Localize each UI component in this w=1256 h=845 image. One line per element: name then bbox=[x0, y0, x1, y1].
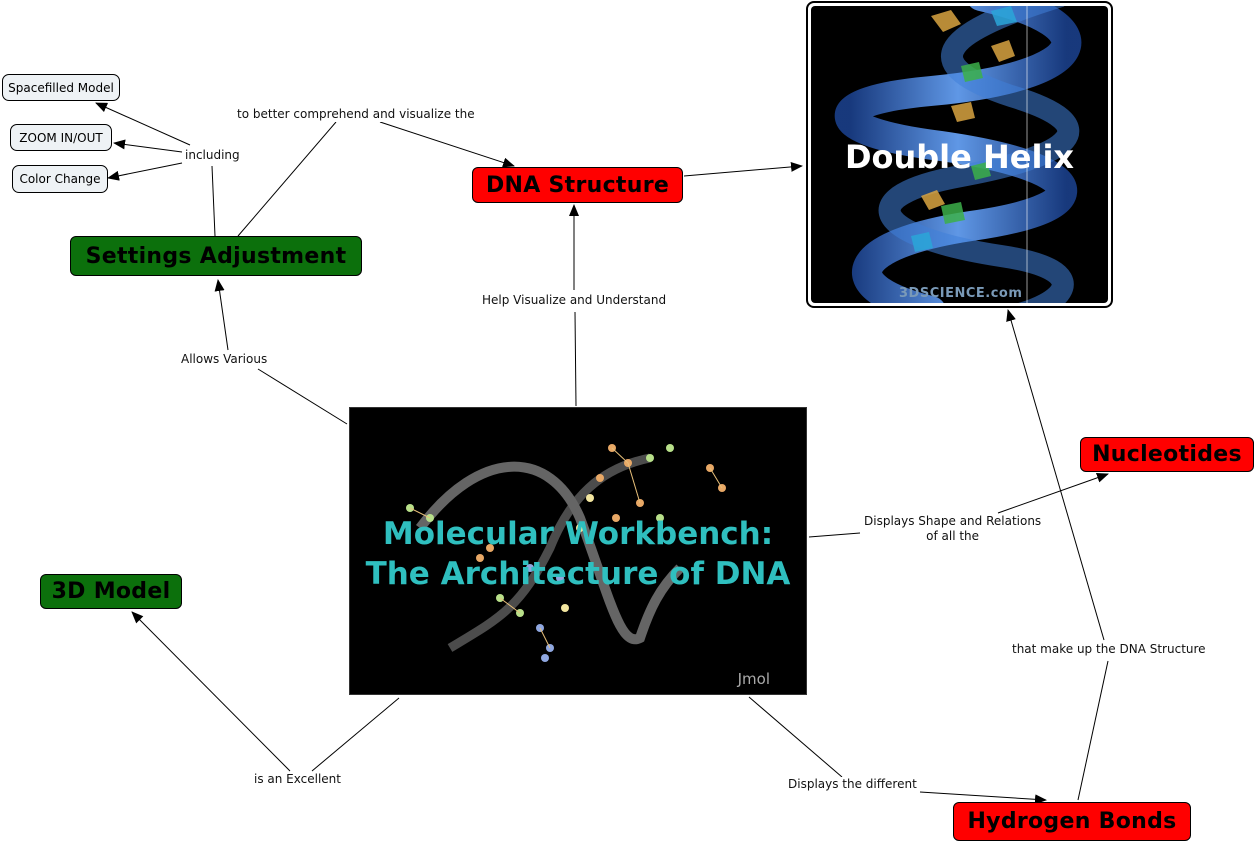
link-jmol-displays-diff bbox=[748, 696, 843, 778]
link-jmol-excellent bbox=[311, 697, 400, 772]
double-helix-picture: Double Helix 3DSCIENCE.com bbox=[811, 6, 1108, 303]
node-dna-structure[interactable]: DNA Structure bbox=[472, 167, 683, 203]
link-label-make-up: that make up the DNA Structure bbox=[1012, 642, 1206, 657]
node-label: Color Change bbox=[19, 172, 101, 186]
link-jmol-allows bbox=[257, 368, 348, 425]
node-molecular-workbench-image[interactable]: Molecular Workbench: The Architecture of… bbox=[349, 407, 807, 695]
link-label-excellent: is an Excellent bbox=[254, 772, 341, 787]
jmol-title-line-1: Molecular Workbench: bbox=[382, 516, 774, 552]
node-settings-adjustment[interactable]: Settings Adjustment bbox=[70, 236, 362, 276]
arrow-including-zoom bbox=[113, 139, 183, 153]
node-label: ZOOM IN/OUT bbox=[19, 130, 103, 145]
node-nucleotides[interactable]: Nucleotides bbox=[1080, 437, 1254, 472]
node-color-change[interactable]: Color Change bbox=[12, 165, 108, 193]
dna-helix-illustration bbox=[834, 6, 1082, 303]
node-double-helix-image[interactable]: Double Helix 3DSCIENCE.com bbox=[806, 1, 1113, 308]
arrow-better-dna bbox=[379, 121, 515, 168]
link-label-help: Help Visualize and Understand bbox=[482, 293, 667, 308]
node-label: Nucleotides bbox=[1092, 442, 1242, 467]
link-label-displays-shape: Displays Shape and Relations of all the bbox=[864, 514, 1042, 544]
double-helix-title: Double Helix bbox=[844, 138, 1075, 176]
link-label-line: Displays Shape and Relations bbox=[864, 514, 1042, 528]
arrow-including-color bbox=[107, 162, 183, 181]
arrow-displays-hydrogen bbox=[919, 791, 1047, 805]
link-label-line: of all the bbox=[926, 529, 980, 543]
arrow-dna-helix bbox=[683, 161, 803, 177]
node-3d-model[interactable]: 3D Model bbox=[40, 574, 182, 609]
node-spacefilled-model[interactable]: Spacefilled Model bbox=[2, 74, 120, 101]
node-hydrogen-bonds[interactable]: Hydrogen Bonds bbox=[953, 802, 1191, 841]
link-label-better: to better comprehend and visualize the bbox=[237, 107, 475, 122]
molecular-workbench-title: Molecular Workbench: The Architecture of… bbox=[350, 514, 806, 594]
node-label: Hydrogen Bonds bbox=[967, 809, 1177, 834]
link-label-including: including bbox=[185, 148, 240, 163]
link-label-displays-different: Displays the different bbox=[788, 777, 917, 792]
arrow-allows-settings bbox=[214, 279, 229, 351]
link-settings-better bbox=[237, 121, 337, 237]
link-label-allows: Allows Various bbox=[181, 352, 268, 367]
node-label: DNA Structure bbox=[485, 172, 670, 198]
jmol-dna-model-illustration bbox=[406, 444, 726, 662]
arrow-excellent-model bbox=[131, 611, 291, 772]
link-hydrogen-makeup bbox=[1077, 660, 1109, 801]
node-zoom-in-out[interactable]: ZOOM IN/OUT bbox=[10, 124, 112, 151]
jmol-watermark: Jmol bbox=[737, 670, 770, 688]
link-jmol-displays-shape bbox=[808, 532, 861, 538]
link-jmol-help bbox=[574, 311, 577, 407]
3dscience-watermark: 3DSCIENCE.com bbox=[899, 286, 1023, 301]
arrow-makeup-helix bbox=[1006, 309, 1105, 641]
arrow-displays-nucleotides bbox=[997, 472, 1109, 514]
arrow-including-spacefilled bbox=[95, 102, 191, 146]
node-label: 3D Model bbox=[51, 579, 171, 604]
link-settings-including bbox=[211, 165, 216, 237]
node-label: Spacefilled Model bbox=[8, 80, 114, 95]
node-label: Settings Adjustment bbox=[85, 243, 347, 269]
jmol-title-line-2: The Architecture of DNA bbox=[365, 556, 791, 592]
